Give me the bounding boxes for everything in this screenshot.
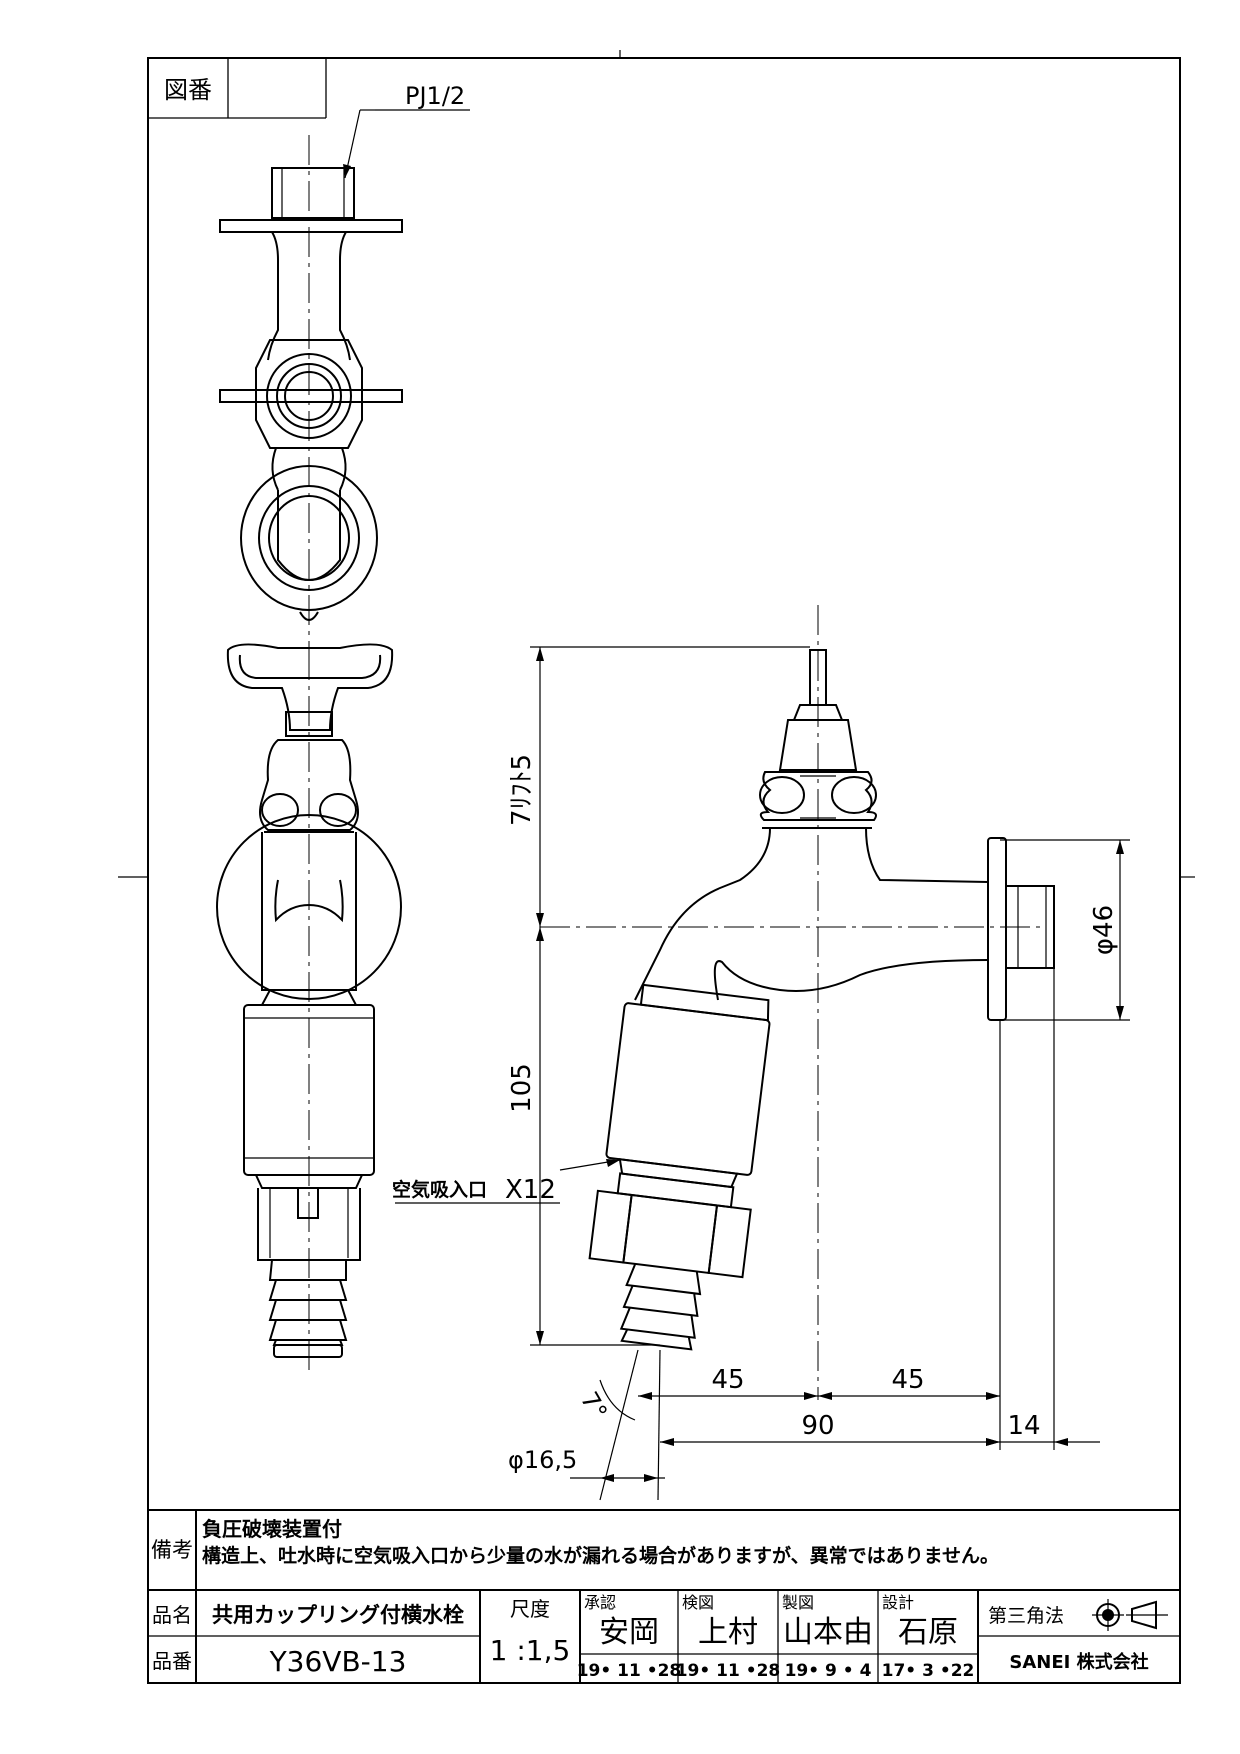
drawing-number-label: 図番: [164, 76, 212, 104]
check-date: 19• 11 •28: [676, 1661, 781, 1681]
height-dimension: 105: [507, 1063, 537, 1113]
approval-name: 安岡: [599, 1615, 659, 1650]
notes-section: 備考 負圧破壊装置付 構造上、吐水時に空気吸入口から少量の水が漏れる場合がありま…: [151, 1517, 999, 1567]
scale-value: 1 :1,5: [490, 1634, 571, 1667]
title-block-grid: [148, 1509, 1180, 1683]
angle-dimension: 7°: [575, 1387, 613, 1425]
hose-nozzle: [268, 1279, 348, 1346]
drafting-date: 19• 9 • 4: [785, 1661, 872, 1681]
check-name: 上村: [698, 1615, 758, 1650]
product-name-label: 品名: [152, 1603, 192, 1627]
mid-flange: [219, 389, 403, 403]
hose-diameter: φ16,5: [508, 1446, 577, 1474]
check-label: 検図: [682, 1593, 714, 1612]
scale-label: 尺度: [510, 1597, 550, 1621]
air-inlet-count: X12: [505, 1175, 556, 1205]
notes-line-2: 構造上、吐水時に空気吸入口から少量の水が漏れる場合がありますが、異常ではありませ…: [202, 1544, 999, 1567]
notes-line-1: 負圧破壊装置付: [202, 1517, 342, 1541]
bonnet-side: [778, 719, 858, 771]
dimension-lines: [344, 109, 1130, 1501]
title-block: 品名 共用カップリング付横水栓 品番 Y36VB-13 尺度 1 :1,5 承認…: [152, 1593, 1168, 1681]
drafting-name: 山本由: [783, 1615, 873, 1650]
design-label: 設計: [882, 1593, 914, 1612]
lower-ring: [240, 465, 378, 611]
approval-label: 承認: [584, 1593, 616, 1612]
spout-upper-outline: [634, 827, 771, 1001]
projection-label: 第三角法: [988, 1605, 1064, 1627]
air-inlet-label: 空気吸入口: [392, 1178, 487, 1201]
hex-body: [255, 339, 363, 449]
side-view: [540, 605, 1055, 1400]
handle-key: [226, 643, 394, 731]
registration-marks: [118, 50, 1195, 878]
front-view: [219, 135, 403, 650]
annotations: PJ1/2 7ﾘﾌﾄ5 105 φ46 空気吸入口 X12 7° φ16,5 4…: [392, 82, 1119, 1474]
thread-annotation: PJ1/2: [405, 82, 465, 110]
top-flange: [219, 219, 403, 233]
drawing-frame: [147, 57, 1181, 1684]
approval-date: 19• 11 •28: [577, 1661, 682, 1681]
drafting-label: 製図: [782, 1593, 814, 1612]
spout-lower-outline: [713, 959, 989, 1001]
thread-fitting: [271, 167, 355, 219]
dim-right-half: 45: [891, 1365, 924, 1395]
dim-flange: 14: [1007, 1411, 1040, 1441]
thread-side: [1005, 885, 1055, 969]
front-view-lower: [216, 643, 402, 1370]
product-name: 共用カップリング付横水栓: [212, 1603, 464, 1627]
dim-total: 90: [801, 1411, 834, 1441]
dim-left-half: 45: [711, 1365, 744, 1395]
bonnet: [259, 739, 359, 831]
drawing-number-box: 図番: [148, 58, 327, 119]
rear-flange: [216, 814, 402, 1000]
product-number: Y36VB-13: [269, 1645, 407, 1678]
lift-dimension: 7ﾘﾌﾄ5: [507, 754, 537, 826]
notes-label: 備考: [151, 1538, 193, 1562]
flange-diameter: φ46: [1089, 905, 1119, 955]
dimension-arrows: [343, 164, 1124, 1482]
wall-flange-side: [987, 837, 1007, 1021]
third-angle-projection-icon: [1092, 1599, 1168, 1631]
product-number-label: 品番: [152, 1649, 192, 1673]
company-name: SANEI 株式会社: [1009, 1651, 1148, 1673]
design-date: 17• 3 •22: [882, 1661, 975, 1681]
coupling-side: [588, 983, 771, 1351]
design-name: 石原: [898, 1615, 958, 1650]
